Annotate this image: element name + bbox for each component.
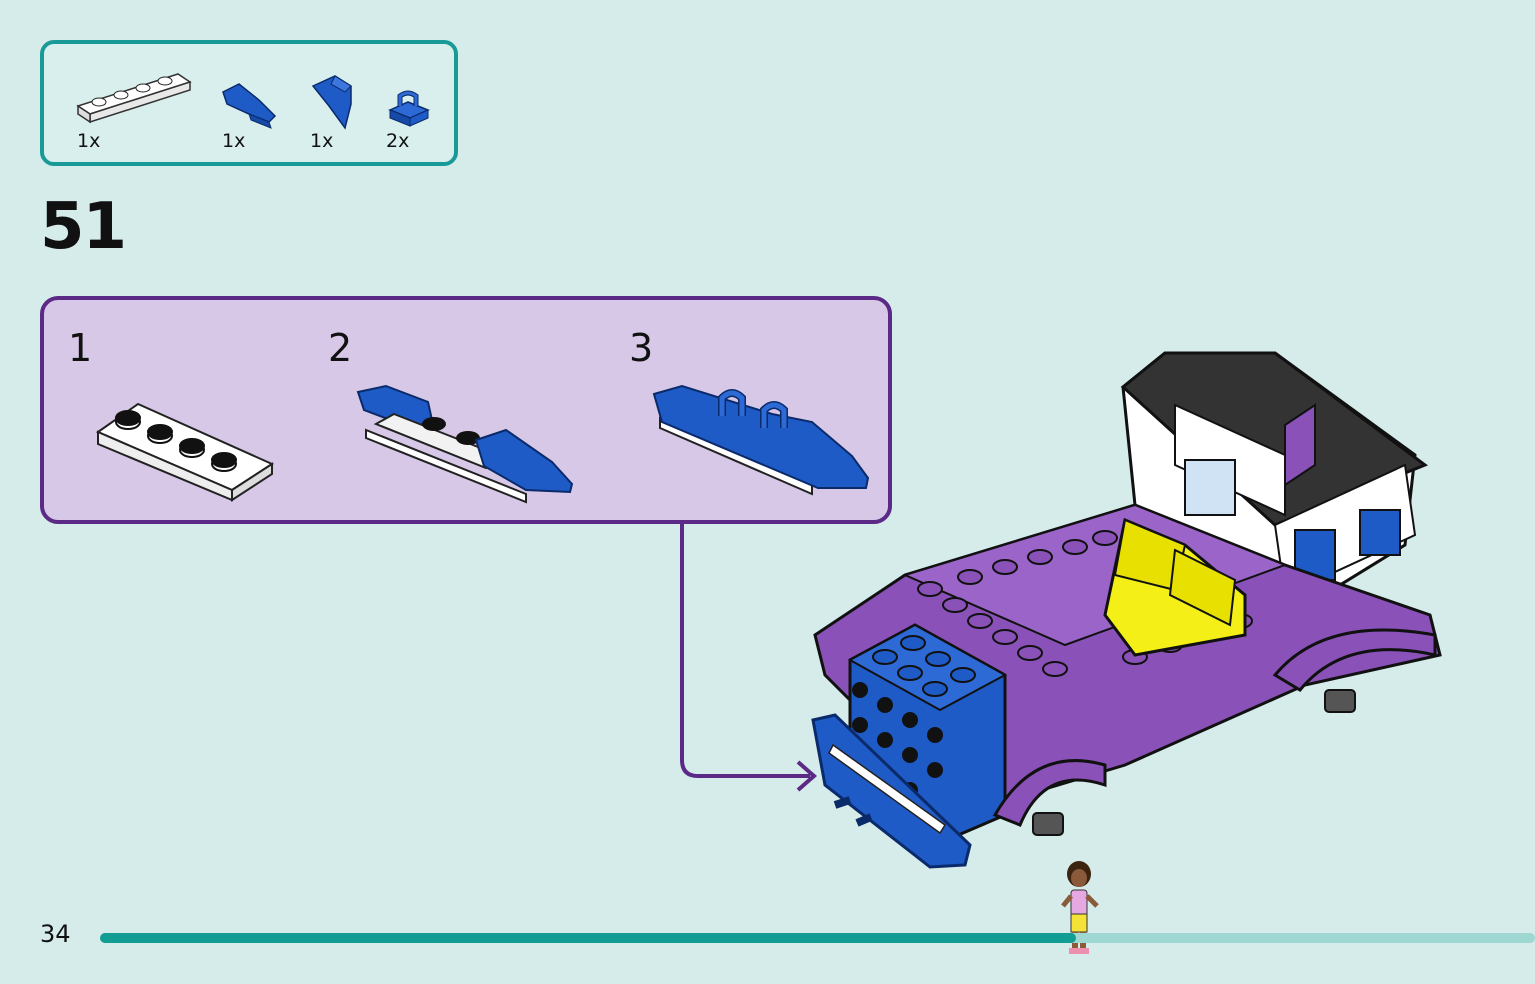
part-qty: 1x bbox=[222, 130, 246, 152]
substep-number: 3 bbox=[629, 326, 654, 370]
progress-bar bbox=[100, 933, 1535, 943]
part-qty: 2x bbox=[386, 130, 410, 152]
plate-with-wedges-illustration bbox=[356, 384, 574, 504]
sub-assembly-box: 1 2 3 bbox=[40, 296, 892, 524]
part-qty: 1x bbox=[310, 130, 334, 152]
white-plate-1x4-icon bbox=[76, 73, 192, 124]
parts-list-box: 1x 1x 1x 2x bbox=[40, 40, 458, 166]
plate-with-clips-illustration bbox=[652, 384, 870, 496]
part-qty: 1x bbox=[77, 130, 101, 152]
vehicle-model-illustration bbox=[811, 351, 1442, 869]
white-plate-1x4-illustration bbox=[95, 402, 275, 502]
progress-bar-fill bbox=[100, 933, 1076, 943]
page-number: 34 bbox=[40, 920, 71, 948]
blue-clip-plate-icon bbox=[388, 90, 430, 127]
blue-wedge-plate-left-icon bbox=[222, 83, 277, 129]
blue-wedge-plate-right-icon bbox=[311, 75, 352, 130]
callout-arrow bbox=[680, 524, 818, 792]
step-number: 51 bbox=[40, 190, 127, 264]
substep-number: 1 bbox=[68, 326, 93, 370]
substep-number: 2 bbox=[328, 326, 353, 370]
